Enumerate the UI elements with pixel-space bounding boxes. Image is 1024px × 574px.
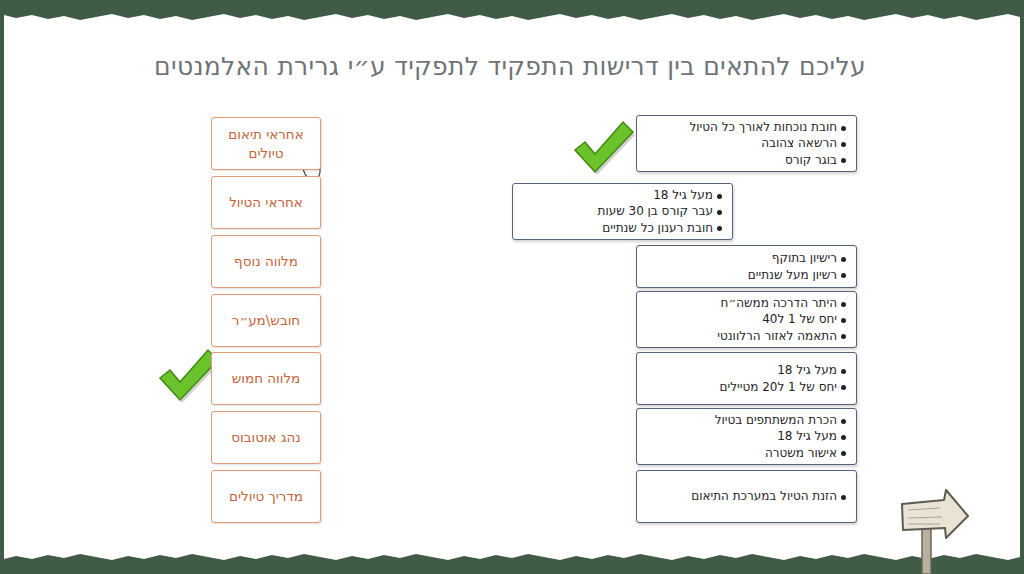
diagram-title: עליכם להתאים בין דרישות התפקיד לתפקיד ע״… [150,52,870,81]
box-text: היתר הדרכה ממשה״ח [721,295,846,311]
bottom-band [0,554,1024,574]
box-text: הכרת המשתתפים בטיול [715,412,846,428]
box-text: רישיון בתוקף [772,250,846,266]
box-text: נהג אוטובוס [231,428,300,446]
requirement-box: מעל גיל 18עבר קורס בן 30 שעותחובת רענון … [512,183,733,240]
box-text: אישור משטרה [765,445,846,461]
box-text: יחס של 1 ל20 מטיילים [720,379,846,395]
arrow-signpost [902,490,968,574]
role-box: נהג אוטובוס [211,411,321,464]
box-text: יחס של 1 ל40 [762,311,846,327]
requirement-box: הזנת הטיול במערכת התיאום [636,470,857,523]
requirement-box: רישיון בתוקףרשיון מעל שנתיים [636,245,857,288]
box-text: רשיון מעל שנתיים [748,267,846,283]
box-text: חובת נוכחות לאורך כל הטיול [690,119,847,135]
box-text: הרשאה צהובה [761,135,846,151]
box-text: הזנת הטיול במערכת התיאום [691,488,846,504]
requirement-box: מעל גיל 18יחס של 1 ל20 מטיילים [636,352,857,405]
right-edge [1020,0,1024,574]
box-text: חובת רענון כל שנתיים [602,220,722,236]
role-box: מלווה נוסף [211,235,321,288]
role-box: אחראי הטיול [211,176,321,229]
box-text: מדריך טיולים [229,487,303,505]
role-box: חובש\מע״ר [211,294,321,347]
role-box: מלווה חמוש [211,352,321,405]
box-text: מעל גיל 18 [777,362,846,378]
role-box: מדריך טיולים [211,470,321,523]
box-text: מעל גיל 18 [777,428,846,444]
box-text: חובש\מע״ר [232,311,300,329]
box-text: התאמה לאזור הרלוונטי [717,328,846,344]
check-mark [575,122,635,175]
left-edge [0,0,4,574]
box-text: אחראי הטיול [229,193,303,211]
requirement-box: חובת נוכחות לאורך כל הטיולהרשאה צהובהבוג… [636,115,857,172]
box-text: בוגר קורס [785,152,846,168]
box-text: מעל גיל 18 [653,187,722,203]
box-text: אחראי תיאום טיולים [220,125,312,161]
role-box: אחראי תיאום טיולים [211,117,321,170]
box-text: עבר קורס בן 30 שעות [598,203,722,219]
box-text: מלווה נוסף [234,252,298,270]
top-band [0,0,1024,20]
box-text: מלווה חמוש [232,369,301,387]
requirement-box: היתר הדרכה ממשה״חיחס של 1 ל40התאמה לאזור… [636,291,857,348]
requirement-box: הכרת המשתתפים בטיולמעל גיל 18אישור משטרה [636,408,857,465]
